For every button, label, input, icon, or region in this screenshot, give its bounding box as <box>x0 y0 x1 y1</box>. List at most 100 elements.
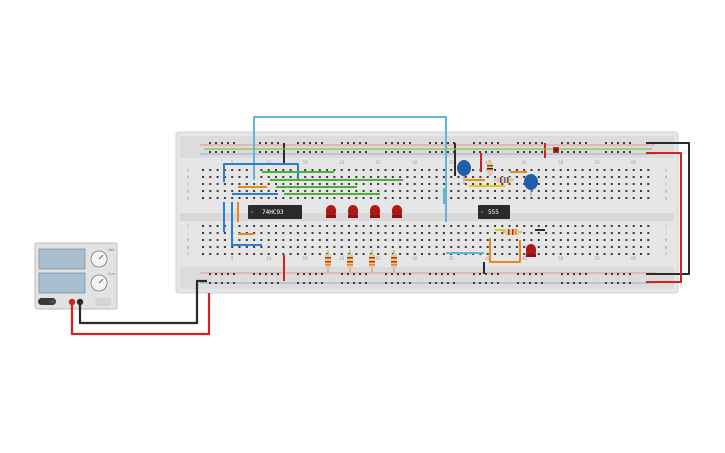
hole <box>391 169 394 171</box>
rail-hole <box>617 142 619 144</box>
led-q0[interactable] <box>326 205 336 218</box>
resistor-2[interactable] <box>347 250 353 272</box>
hole <box>377 190 380 192</box>
hole <box>567 183 569 185</box>
hole <box>318 176 321 178</box>
rail-red-jumper[interactable] <box>646 152 682 283</box>
capacitor-1[interactable] <box>457 160 471 184</box>
rail-hole <box>221 142 223 144</box>
power-button-label: ON <box>49 300 55 304</box>
hole <box>523 253 526 255</box>
rail-hole <box>233 282 235 284</box>
row-letter: e <box>187 168 190 173</box>
hole <box>362 253 365 255</box>
supply-red-wire[interactable] <box>70 293 211 336</box>
rail-hole <box>629 142 631 144</box>
rail-hole <box>435 273 437 275</box>
resistor-timer-2[interactable] <box>494 177 514 183</box>
hole <box>552 197 555 199</box>
hole <box>245 183 248 185</box>
hole <box>311 176 314 178</box>
hole <box>311 190 314 192</box>
hole <box>479 183 482 185</box>
hole <box>289 183 292 185</box>
hole <box>567 239 569 241</box>
hole <box>625 225 628 227</box>
supply-black-wire[interactable] <box>78 279 207 325</box>
hole <box>238 176 241 178</box>
hole <box>574 239 577 241</box>
hole <box>625 197 628 199</box>
hole <box>340 169 343 171</box>
hole <box>223 197 226 199</box>
rail-black-jumper[interactable] <box>646 142 690 275</box>
rail-hole <box>315 282 317 284</box>
rail-hole <box>623 282 625 284</box>
rail-hole <box>271 142 273 144</box>
hole <box>545 232 548 234</box>
hole <box>588 239 591 241</box>
hole <box>304 232 307 234</box>
hole <box>421 253 423 255</box>
led-q2[interactable] <box>370 205 380 218</box>
led-timer[interactable] <box>526 244 536 257</box>
current-display <box>38 272 86 294</box>
column-number: 40 <box>485 256 491 261</box>
hole <box>545 253 548 255</box>
rail-hole <box>479 282 481 284</box>
hole <box>260 246 263 248</box>
orange-feedback-wire[interactable] <box>489 238 521 263</box>
column-number: 55 <box>595 160 601 165</box>
resistor-4[interactable] <box>391 250 397 272</box>
hole <box>559 232 562 234</box>
hole <box>581 190 584 192</box>
hole <box>348 190 350 192</box>
voltage-dial-label: Volt <box>108 248 115 252</box>
hole <box>640 183 642 185</box>
rail-hole <box>365 273 367 275</box>
hole <box>523 225 526 227</box>
hole <box>231 246 234 248</box>
led-q3[interactable] <box>392 205 402 218</box>
hole <box>282 253 285 255</box>
hole <box>362 197 365 199</box>
hole <box>318 239 321 241</box>
resistor-3[interactable] <box>369 250 375 272</box>
hole <box>581 239 584 241</box>
hole <box>632 190 635 192</box>
timer-chip-label: 555 <box>488 209 499 216</box>
hole <box>428 176 431 178</box>
hole <box>428 246 431 248</box>
rail-hole <box>409 142 411 144</box>
led-q1[interactable] <box>348 205 358 218</box>
power-supply[interactable]: Volt Curr ON <box>34 242 118 310</box>
hole <box>245 225 248 227</box>
rail-hole <box>359 142 361 144</box>
resistor-1[interactable] <box>325 250 331 272</box>
rail-hole <box>259 273 261 275</box>
hole <box>494 225 496 227</box>
capacitor-2[interactable] <box>524 174 538 196</box>
rail-hole <box>397 142 399 144</box>
hole <box>275 232 277 234</box>
hole <box>384 190 387 192</box>
power-button[interactable] <box>38 298 56 305</box>
hole <box>348 232 350 234</box>
resistor-timer-1[interactable] <box>487 160 493 176</box>
timer-chip[interactable]: 555 <box>478 205 510 219</box>
counter-chip[interactable]: 74HC93 <box>248 205 302 219</box>
rail-hole <box>297 273 299 275</box>
hole <box>537 225 540 227</box>
hole <box>574 190 577 192</box>
hole <box>559 183 562 185</box>
rail-hole <box>253 273 255 275</box>
hole <box>567 246 569 248</box>
hole <box>362 176 365 178</box>
rail-hole <box>585 142 587 144</box>
rail-hole <box>523 273 525 275</box>
rail-hole <box>567 142 569 144</box>
hole <box>523 239 526 241</box>
resistor-timer-3[interactable] <box>502 229 522 235</box>
hole <box>523 246 526 248</box>
